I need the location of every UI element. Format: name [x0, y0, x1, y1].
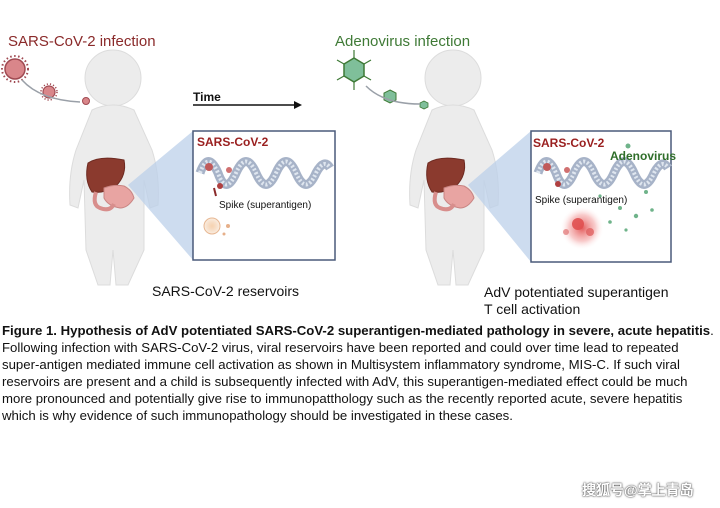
- projection-cone-left: [128, 131, 193, 260]
- time-arrow-icon: [193, 101, 302, 109]
- sars-infection-label: SARS-CoV-2 infection: [8, 33, 156, 50]
- liver-right-icon: [426, 157, 475, 212]
- adenovirus-particles-icon: [336, 50, 429, 110]
- figure-caption: Figure 1. Hypothesis of AdV potentiated …: [2, 322, 718, 424]
- intestine-inset-right: [530, 130, 672, 263]
- intestine-inset-left: [192, 130, 336, 261]
- adv-activation-label: AdV potentiated superantigen T cell acti…: [484, 284, 668, 318]
- watermark: 搜狐号@掌上青岛: [582, 482, 694, 498]
- inset-adenovirus-label: Adenovirus: [610, 149, 677, 163]
- time-label: Time: [193, 90, 221, 104]
- spike-label-right: Spike (superantigen): [535, 195, 628, 206]
- hypothesis-figure: SARS-CoV-2 infection Adenovirus infectio…: [1, 33, 677, 318]
- adenovirus-infection-label: Adenovirus infection: [335, 33, 471, 50]
- spike-label-left: Spike (superantigen): [219, 200, 312, 211]
- projection-cone-right: [468, 131, 531, 262]
- caption-body: . Following infection with SARS-CoV-2 vi…: [2, 323, 714, 423]
- adv-activation-line2: T cell activation: [484, 301, 581, 317]
- figure-illustration: [1, 49, 672, 286]
- reservoirs-label: SARS-CoV-2 reservoirs: [152, 283, 300, 299]
- sars-virus-particles-icon: [1, 55, 90, 105]
- caption-title: Figure 1. Hypothesis of AdV potentiated …: [2, 323, 711, 338]
- liver-left-icon: [86, 157, 135, 212]
- inset-sars-label-left: SARS-CoV-2: [197, 135, 269, 149]
- inset-sars-label-right: SARS-CoV-2: [533, 136, 605, 150]
- adv-activation-line1: AdV potentiated superantigen: [484, 284, 669, 300]
